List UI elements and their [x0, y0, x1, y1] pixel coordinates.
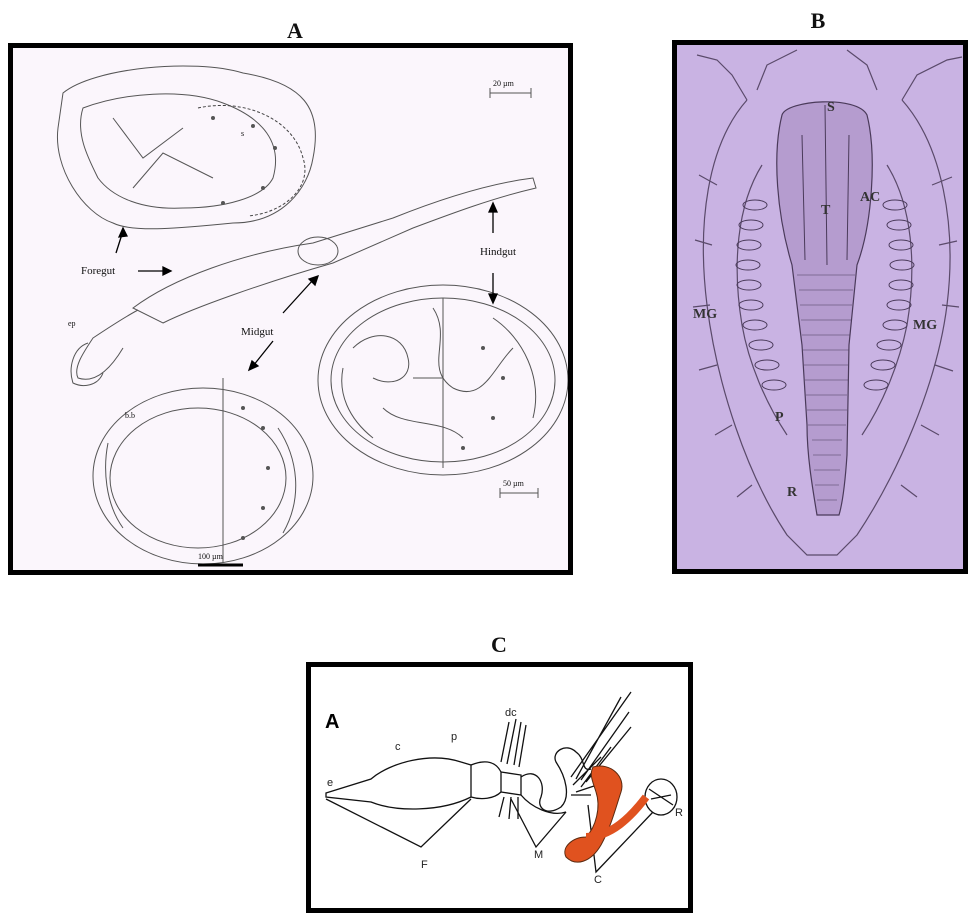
label-a: A: [325, 711, 339, 734]
label-r: R: [787, 485, 797, 501]
panel-b-title: B: [803, 8, 833, 34]
label-p: p: [451, 731, 457, 743]
panel-c-title: C: [484, 632, 514, 658]
label-small-ep: ep: [68, 318, 76, 330]
panel-a-title: A: [280, 18, 310, 44]
label-mg-left: MG: [693, 307, 717, 323]
label-e: e: [327, 777, 333, 789]
label-ac: AC: [860, 190, 880, 206]
label-dc: dc: [505, 707, 517, 719]
panel-a-drawing: [13, 48, 568, 570]
label-hindgut: Hindgut: [480, 246, 516, 258]
label-t: T: [821, 203, 830, 219]
label-midgut: Midgut: [241, 326, 273, 338]
label-foregut: Foregut: [81, 265, 115, 277]
label-small-s: s: [241, 128, 244, 140]
panel-b-figure: S AC T MG MG P R: [672, 40, 968, 574]
label-f: F: [421, 859, 428, 871]
label-scale-right: 50 µm: [503, 478, 524, 490]
label-scale-bottom: 100 µm: [198, 551, 223, 563]
panel-c-drawing: [311, 667, 688, 908]
panel-a-figure: Foregut Hindgut Midgut 20 µm 50 µm 100 µ…: [8, 43, 573, 575]
label-s: S: [827, 100, 835, 116]
label-m: M: [534, 849, 543, 861]
label-r: R: [675, 807, 683, 819]
label-mg-right: MG: [913, 318, 937, 334]
label-c-colon: C: [594, 874, 602, 886]
label-scale-top: 20 µm: [493, 78, 514, 90]
label-small-bb: b.b: [125, 410, 135, 422]
label-p: P: [775, 410, 784, 426]
panel-c-figure: A e c p dc F M C R: [306, 662, 693, 913]
label-c-crop: c: [395, 741, 401, 753]
panel-b-drawing: [677, 45, 968, 569]
